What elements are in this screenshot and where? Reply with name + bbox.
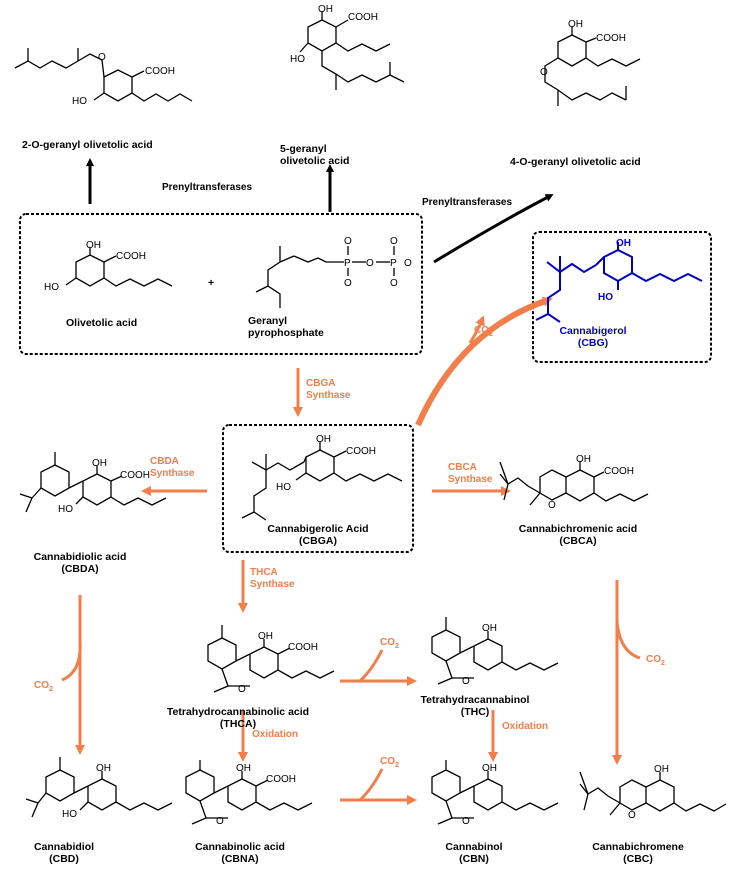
atom-o: O — [540, 67, 548, 78]
atom-oh: OH — [236, 763, 251, 774]
co2-label-cbd: CO2 — [34, 680, 53, 693]
atom-ho: HO — [290, 54, 305, 65]
compound-cbda: Cannabidiolic acid(CBDA) — [34, 551, 127, 575]
compound-2-o-geranyl-olivetolic-acid: 2-O-geranyl olivetolic acid — [22, 139, 153, 151]
atom-oh: OH — [576, 454, 591, 465]
atom-oh: OH — [96, 763, 111, 774]
oxidation-label-left: Oxidation — [252, 729, 298, 740]
structure-4-o-geranyl — [544, 27, 641, 106]
prenyl-label-right: Prenyltransferases — [422, 197, 512, 208]
atom-oh: OH — [86, 240, 101, 251]
atom-ho: HO — [62, 809, 77, 820]
atom-ho: HO — [44, 282, 59, 293]
atom-ho: HO — [276, 482, 291, 493]
compound-cbna: Cannabinolic acid(CBNA) — [195, 841, 285, 865]
structure-cbga — [241, 442, 403, 521]
atom-ho: HO — [598, 292, 613, 303]
co2-label-cbc: CO2 — [646, 654, 665, 667]
atom-p: P — [390, 258, 397, 269]
compound-cbn: Cannabinol(CBN) — [445, 841, 502, 865]
atom-oh: OH — [258, 631, 273, 642]
oxidation-label-right: Oxidation — [502, 721, 548, 732]
structure-thca — [207, 625, 335, 693]
co2-label-cbn: CO2 — [380, 756, 399, 769]
structure-cbda — [19, 452, 167, 513]
compound-4-o-geranyl-olivetolic-acid: 4-O-geranyl olivetolic acid — [510, 156, 641, 168]
compound-cbd: Cannabidiol(CBD) — [34, 841, 94, 865]
atom-ho: HO — [58, 504, 73, 515]
compound-cbga: Cannabigerolic Acid(CBGA) — [267, 523, 368, 547]
atom-o: O — [216, 816, 224, 827]
atom-cooh: COOH — [116, 251, 146, 262]
atom-p: P — [344, 258, 351, 269]
atom-cooh: COOH — [120, 470, 150, 481]
atom-o: O — [548, 500, 556, 511]
plus-sign: + — [208, 277, 214, 289]
atom-o: O — [366, 258, 374, 269]
compound-cbc: Cannabichromene(CBC) — [592, 841, 684, 865]
structure-olivetolic-acid — [65, 248, 173, 287]
atom-oh: OH — [482, 763, 497, 774]
co2-label-thc: CO2 — [380, 637, 399, 650]
structure-cannabigerol — [535, 242, 703, 323]
co2-label-cbg: CO2 — [474, 325, 493, 338]
compound-olivetolic-acid: Olivetolic acid — [66, 317, 137, 329]
cbga-to-cbg-arrow — [415, 296, 553, 427]
prenyl-label-left: Prenyltransferases — [162, 182, 252, 193]
structure-cbca — [499, 461, 649, 506]
atom-cooh: COOH — [288, 642, 318, 653]
atom-o: O — [98, 52, 106, 63]
structure-thc — [431, 617, 559, 685]
structure-cbd — [25, 757, 173, 818]
structure-5-geranyl — [299, 12, 405, 90]
atom-o: O — [390, 236, 398, 247]
atom-cooh: COOH — [145, 66, 175, 77]
atom-o: O — [462, 676, 470, 687]
atom-o: O — [462, 816, 470, 827]
atom-o: O — [344, 236, 352, 247]
atom-cooh: COOH — [346, 446, 376, 457]
cbg-box — [532, 231, 712, 363]
structure-cbn — [431, 760, 559, 825]
atom-cooh: COOH — [604, 466, 634, 477]
atom-oh: OH — [654, 764, 669, 775]
atom-oh: OH — [316, 434, 331, 445]
compound-thc: Tetrahydracannabinol(THC) — [421, 694, 530, 718]
atom-o: O — [390, 278, 398, 289]
atom-o: O — [344, 278, 352, 289]
atom-ho: HO — [72, 96, 87, 107]
atom-oh: OH — [568, 19, 583, 30]
structure-cbc — [579, 771, 727, 816]
prenyl-arrows — [86, 158, 554, 264]
atom-o: O — [628, 810, 636, 821]
atom-o: O — [238, 684, 246, 695]
atom-o: O — [404, 258, 412, 269]
compound-cbca: Cannabichromenic acid(CBCA) — [519, 523, 637, 547]
structure-2-o-geranyl — [14, 48, 193, 102]
structure-geranyl-pyrophosphate — [255, 246, 395, 308]
cbga-box — [222, 424, 414, 553]
atom-oh: OH — [616, 238, 631, 249]
cbga-decarbox-branch — [468, 315, 485, 344]
atom-oh: OH — [92, 458, 107, 469]
orange-arrows — [61, 368, 641, 805]
atom-oh: OH — [318, 4, 333, 15]
atom-cooh: COOH — [596, 33, 626, 44]
precursor-box — [19, 213, 423, 355]
compound-cannabigerol: Cannabigerol(CBG) — [559, 325, 626, 349]
structure-cbna — [185, 760, 313, 825]
atom-cooh: COOH — [348, 12, 378, 23]
atom-oh: OH — [482, 623, 497, 634]
compound-thca: Tetrahydrocannabinolic acid(THCA) — [167, 706, 309, 730]
atom-cooh: COOH — [266, 774, 296, 785]
